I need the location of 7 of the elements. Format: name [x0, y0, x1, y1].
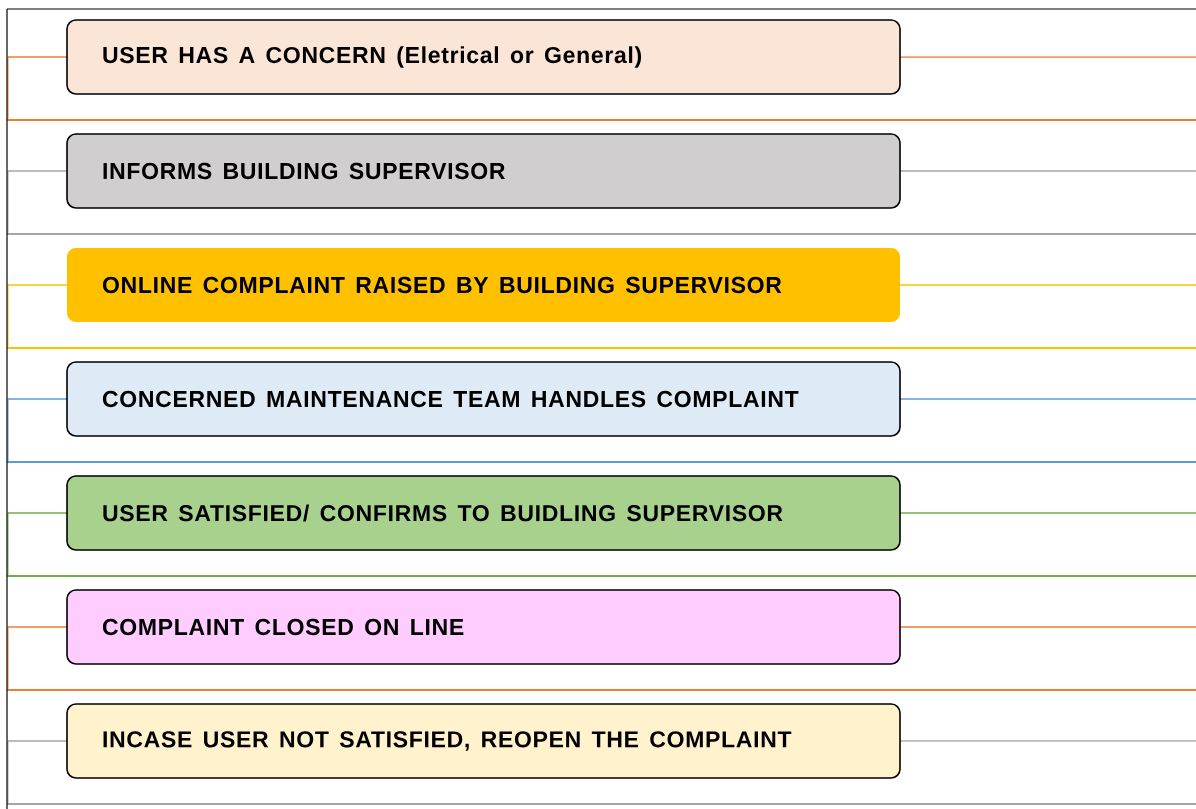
process-box: INCASE USER NOT SATISFIED, REOPEN THE COMPLAINT: [66, 703, 901, 779]
process-box: CONCERNED MAINTENANCE TEAM HANDLES COMPLAINT: [66, 361, 901, 437]
process-box: USER HAS A CONCERN (Eletrical or General): [66, 19, 901, 95]
process-box: INFORMS BUILDING SUPERVISOR: [66, 133, 901, 209]
process-box: USER SATISFIED/ CONFIRMS TO BUIDLING SUPERVISOR: [66, 475, 901, 551]
process-box: COMPLAINT CLOSED ON LINE: [66, 589, 901, 665]
process-box: ONLINE COMPLAINT RAISED BY BUILDING SUPERVISOR: [67, 248, 900, 322]
